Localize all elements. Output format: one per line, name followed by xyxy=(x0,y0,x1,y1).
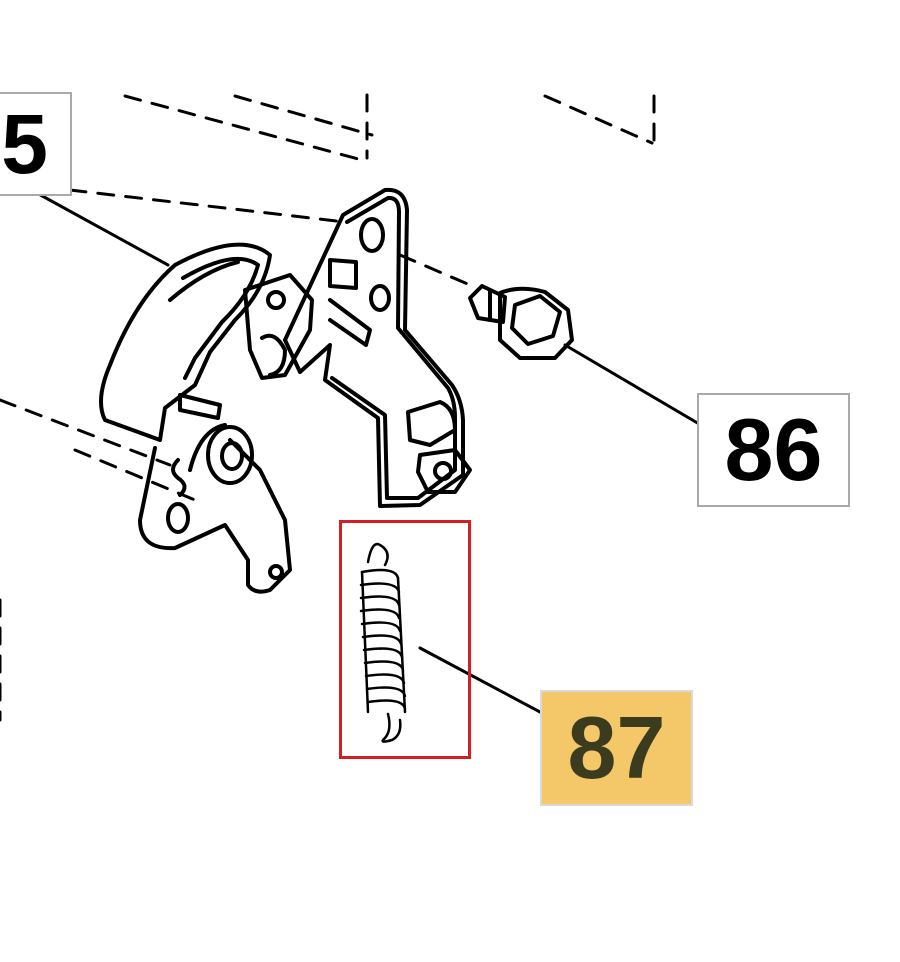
control-bracket xyxy=(99,187,472,594)
callout-label: 5 xyxy=(1,97,48,191)
extension-spring xyxy=(359,542,407,743)
highlight-box xyxy=(339,520,471,759)
leader-lines xyxy=(33,190,708,722)
callout-part-86[interactable]: 86 xyxy=(697,393,850,507)
flange-bolt xyxy=(468,284,574,360)
callout-label: 86 xyxy=(724,400,823,499)
callout-part-85[interactable]: 5 xyxy=(0,92,72,196)
callout-label: 87 xyxy=(567,698,666,797)
dashed-guide-lines xyxy=(0,93,656,722)
callout-part-87[interactable]: 87 xyxy=(540,690,693,806)
